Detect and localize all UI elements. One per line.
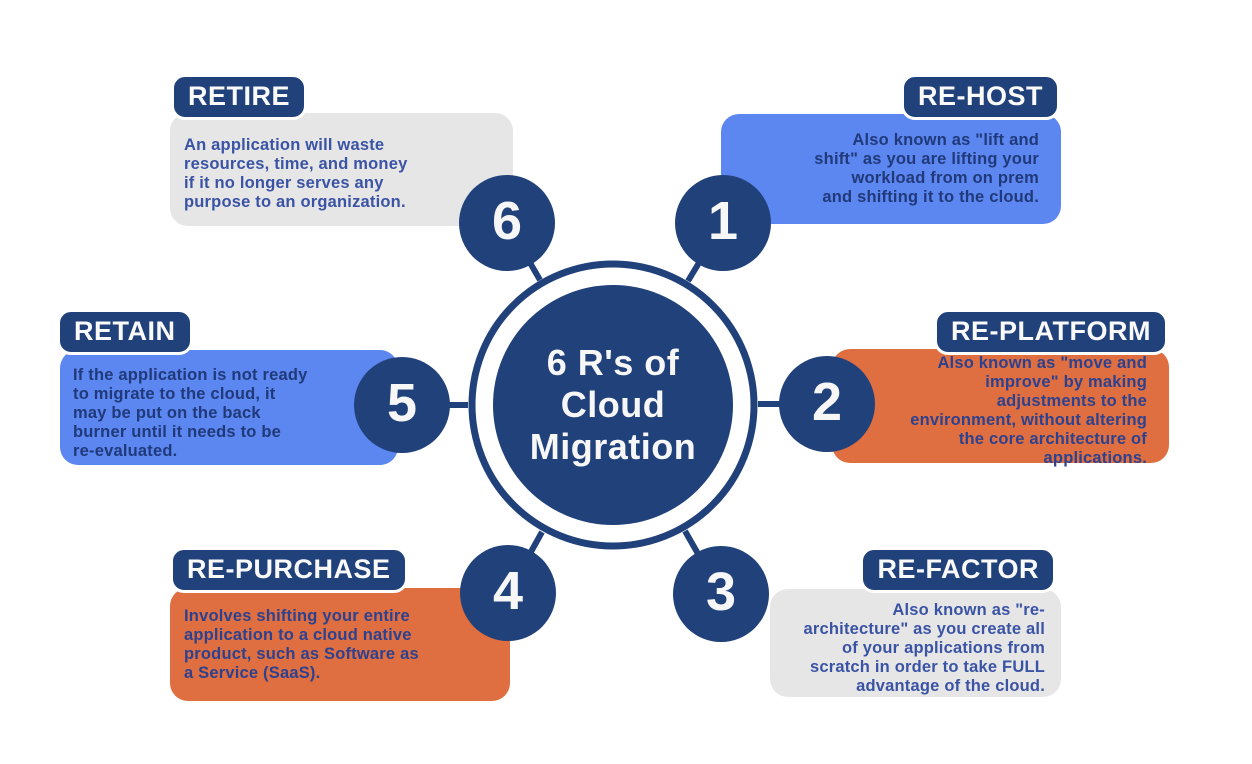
- retain-description: If the application is not ready to migra…: [73, 366, 308, 460]
- rehost-title-badge: RE-HOST: [901, 74, 1060, 120]
- repurchase-number-badge: 4: [460, 545, 556, 641]
- repurchase-description: Involves shifting your entire applicatio…: [184, 607, 419, 682]
- rehost-description-box: Also known as "lift and shift" as you ar…: [721, 114, 1061, 224]
- retire-description-box: An application will waste resources, tim…: [170, 113, 513, 226]
- retire-description: An application will waste resources, tim…: [184, 136, 408, 211]
- replatform-number-badge: 2: [779, 356, 875, 452]
- refactor-description: Also known as "re- architecture" as you …: [803, 601, 1045, 695]
- rehost-number-badge: 1: [675, 175, 771, 271]
- retire-title-badge: RETIRE: [171, 74, 308, 120]
- refactor-description-box: Also known as "re- architecture" as you …: [770, 589, 1061, 697]
- refactor-title-badge: RE-FACTOR: [860, 547, 1056, 593]
- hub-title: 6 R's of Cloud Migration: [529, 342, 697, 467]
- retain-number-badge: 5: [354, 357, 450, 453]
- hub-circle: 6 R's of Cloud Migration: [493, 285, 733, 525]
- replatform-title-badge: RE-PLATFORM: [934, 309, 1168, 355]
- rehost-description: Also known as "lift and shift" as you ar…: [814, 131, 1039, 206]
- retire-number-badge: 6: [459, 175, 555, 271]
- retain-title-badge: RETAIN: [57, 309, 193, 355]
- repurchase-title-badge: RE-PURCHASE: [170, 547, 408, 593]
- repurchase-description-box: Involves shifting your entire applicatio…: [170, 588, 510, 701]
- refactor-number-badge: 3: [673, 546, 769, 642]
- hub-outer-ring: [468, 260, 758, 550]
- replatform-description: Also known as "move and improve" by maki…: [910, 354, 1147, 467]
- retain-description-box: If the application is not ready to migra…: [60, 350, 398, 465]
- replatform-description-box: Also known as "move and improve" by maki…: [832, 349, 1169, 467]
